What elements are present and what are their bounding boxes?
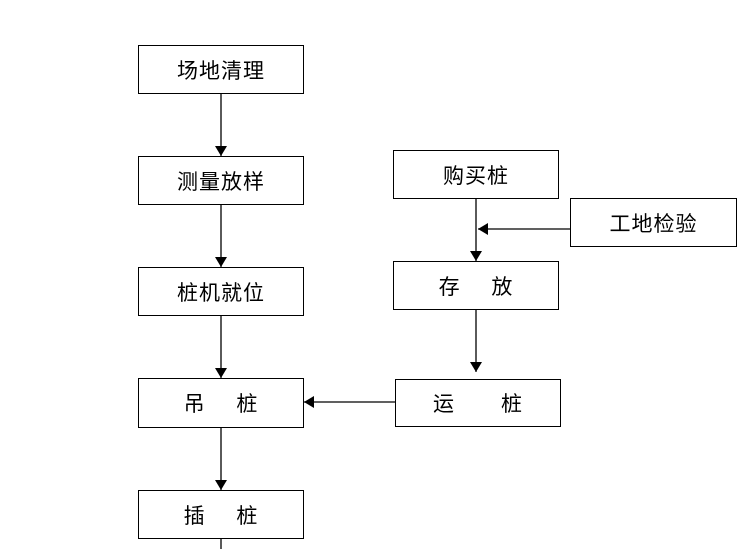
step-survey-layout-label: 测量放样 <box>177 169 265 194</box>
step-lift-pile: 吊 桩 <box>138 378 304 428</box>
step-site-clearing: 场地清理 <box>138 45 304 94</box>
step-site-clearing-label: 场地清理 <box>177 58 265 83</box>
step-site-inspection: 工地检验 <box>570 198 737 247</box>
step-storage: 存 放 <box>393 261 559 310</box>
step-insert-pile: 插 桩 <box>138 490 304 539</box>
step-purchase-pile: 购买桩 <box>393 150 559 199</box>
step-transport-pile-label: 运 桩 <box>432 392 524 416</box>
step-survey-layout: 测量放样 <box>138 156 304 205</box>
step-insert-pile-label: 插 桩 <box>183 503 259 528</box>
step-pile-driver-position: 桩机就位 <box>138 267 304 316</box>
step-lift-pile-label: 吊 桩 <box>183 392 259 416</box>
step-storage-label: 存 放 <box>438 274 514 299</box>
step-site-inspection-label: 工地检验 <box>609 211 698 236</box>
step-transport-pile: 运 桩 <box>395 379 561 427</box>
step-purchase-pile-label: 购买桩 <box>443 163 509 188</box>
step-pile-driver-position-label: 桩机就位 <box>177 280 265 305</box>
